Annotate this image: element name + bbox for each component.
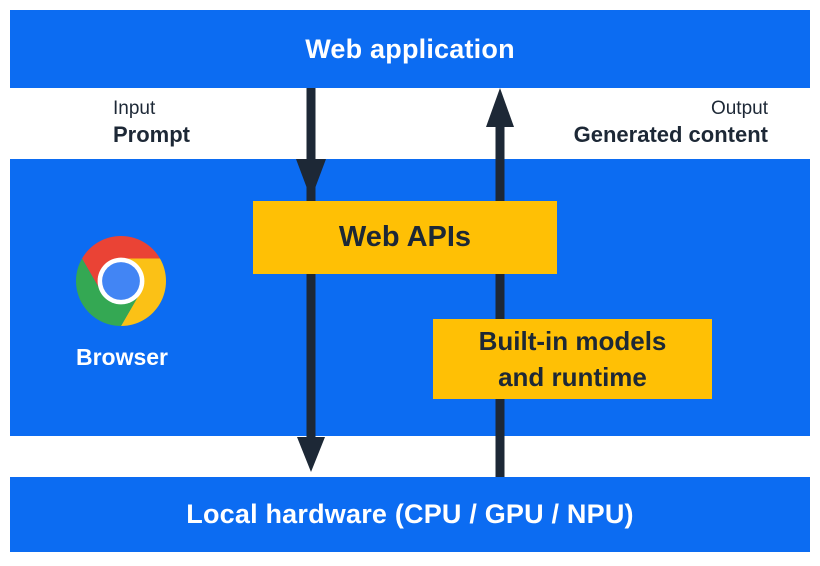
chrome-logo-icon (76, 236, 166, 326)
web-application-band: Web application (10, 10, 810, 88)
output-label-group: Output Generated content (574, 96, 768, 149)
local-hardware-band: Local hardware (CPU / GPU / NPU) (10, 477, 810, 552)
browser-label: Browser (75, 344, 169, 370)
local-hardware-label: Local hardware (CPU / GPU / NPU) (186, 499, 634, 529)
web-apis-label: Web APIs (338, 221, 472, 253)
output-generated-content-label: Generated content (573, 122, 768, 147)
builtin-models-line1: Built-in models (478, 326, 667, 356)
builtin-models-line2: and runtime (498, 362, 647, 392)
builtin-models-box: Built-in models and runtime (433, 319, 712, 399)
output-caption: Output (710, 98, 768, 119)
web-apis-box: Web APIs (253, 201, 557, 274)
input-prompt-label: Prompt (113, 122, 190, 147)
input-caption: Input (113, 98, 156, 119)
web-application-label: Web application (305, 33, 515, 64)
input-label-group: Input Prompt (113, 96, 190, 149)
